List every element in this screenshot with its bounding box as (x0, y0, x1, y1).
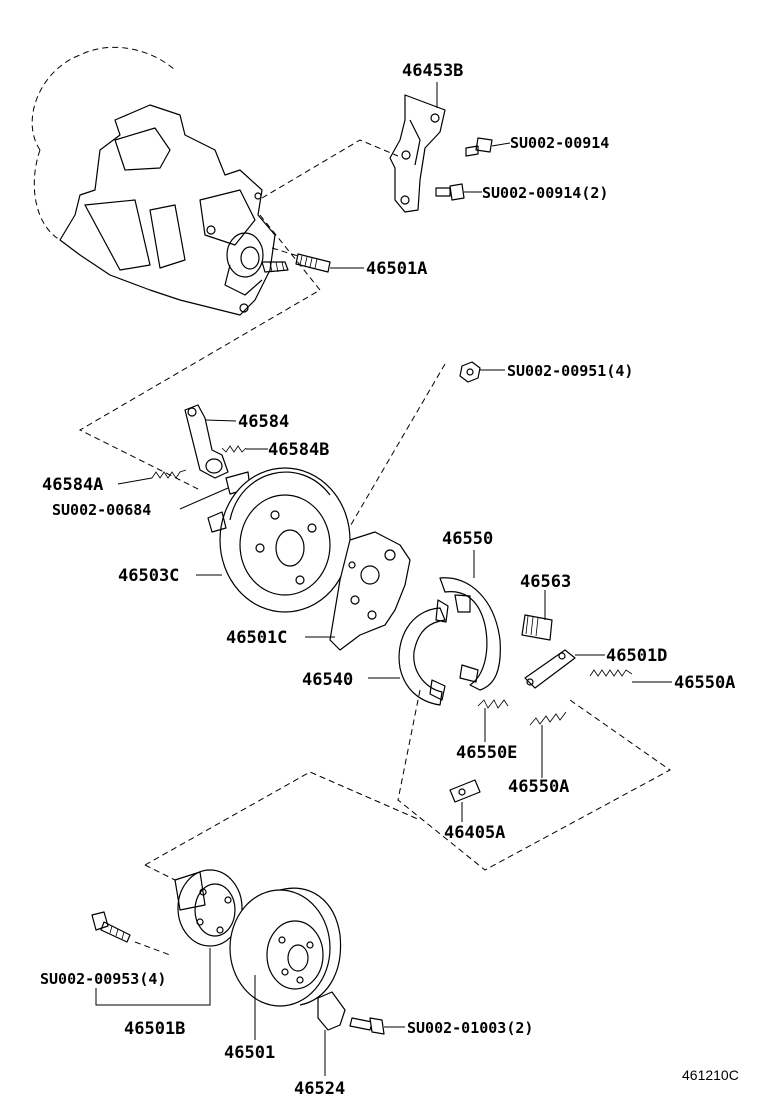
stud-bolt-46501a (271, 247, 331, 273)
label-46501a: 46501A (366, 259, 427, 279)
pin-46405a (449, 779, 481, 822)
spring-46584a (117, 469, 187, 485)
bolt-su002-00914 (465, 137, 511, 157)
spring-46550e (477, 699, 509, 742)
label-su002-00914-2: SU002-00914(2) (482, 184, 608, 202)
label-46584a: 46584A (42, 475, 103, 495)
label-46453b: 46453B (402, 61, 463, 81)
label-46550a-2: 46550A (508, 777, 569, 797)
plate-46524 (317, 991, 346, 1076)
backing-plate-46501c (305, 531, 411, 651)
brake-drum-46501 (229, 887, 342, 1040)
label-46563: 46563 (520, 572, 571, 592)
label-46540: 46540 (302, 670, 353, 690)
brake-shoe-46550 (439, 550, 501, 691)
spring-46550a-lower (529, 711, 567, 778)
label-su002-00953-4: SU002-00953(4) (40, 970, 166, 988)
label-46501c: 46501C (226, 628, 287, 648)
label-46584: 46584 (238, 412, 289, 432)
brake-shoe-46540 (368, 599, 449, 706)
spring-46550a-right (589, 669, 672, 683)
label-su002-00951-4: SU002-00951(4) (507, 362, 633, 380)
label-46550a-1: 46550A (674, 673, 735, 693)
label-46503c: 46503C (118, 566, 179, 586)
adjuster-46563 (521, 590, 553, 641)
label-46524: 46524 (294, 1079, 345, 1099)
spring-46584b (221, 445, 268, 453)
bolt-su002-00953 (91, 911, 131, 943)
flange-46501b (174, 869, 243, 947)
lever-46584 (184, 404, 237, 479)
strut-46501d (524, 649, 605, 689)
label-46501d: 46501D (606, 646, 667, 666)
bolt-su002-01003 (349, 1017, 405, 1035)
label-46405a: 46405A (444, 823, 505, 843)
label-46550: 46550 (442, 529, 493, 549)
label-46501: 46501 (224, 1043, 275, 1063)
label-46550e: 46550E (456, 743, 517, 763)
label-46584b: 46584B (268, 440, 329, 460)
diagram-code: 461210C (682, 1067, 739, 1083)
transmission-housing (31, 46, 289, 316)
bracket-46453b (389, 94, 446, 213)
label-su002-00914: SU002-00914 (510, 134, 609, 152)
nut-su002-00951 (459, 361, 505, 383)
drum-backplate-46503c (196, 467, 351, 613)
bolt-su002-00914-2 (435, 183, 482, 201)
label-su002-00684: SU002-00684 (52, 501, 151, 519)
label-46501b: 46501B (124, 1019, 185, 1039)
label-su002-01003-2: SU002-01003(2) (407, 1019, 533, 1037)
